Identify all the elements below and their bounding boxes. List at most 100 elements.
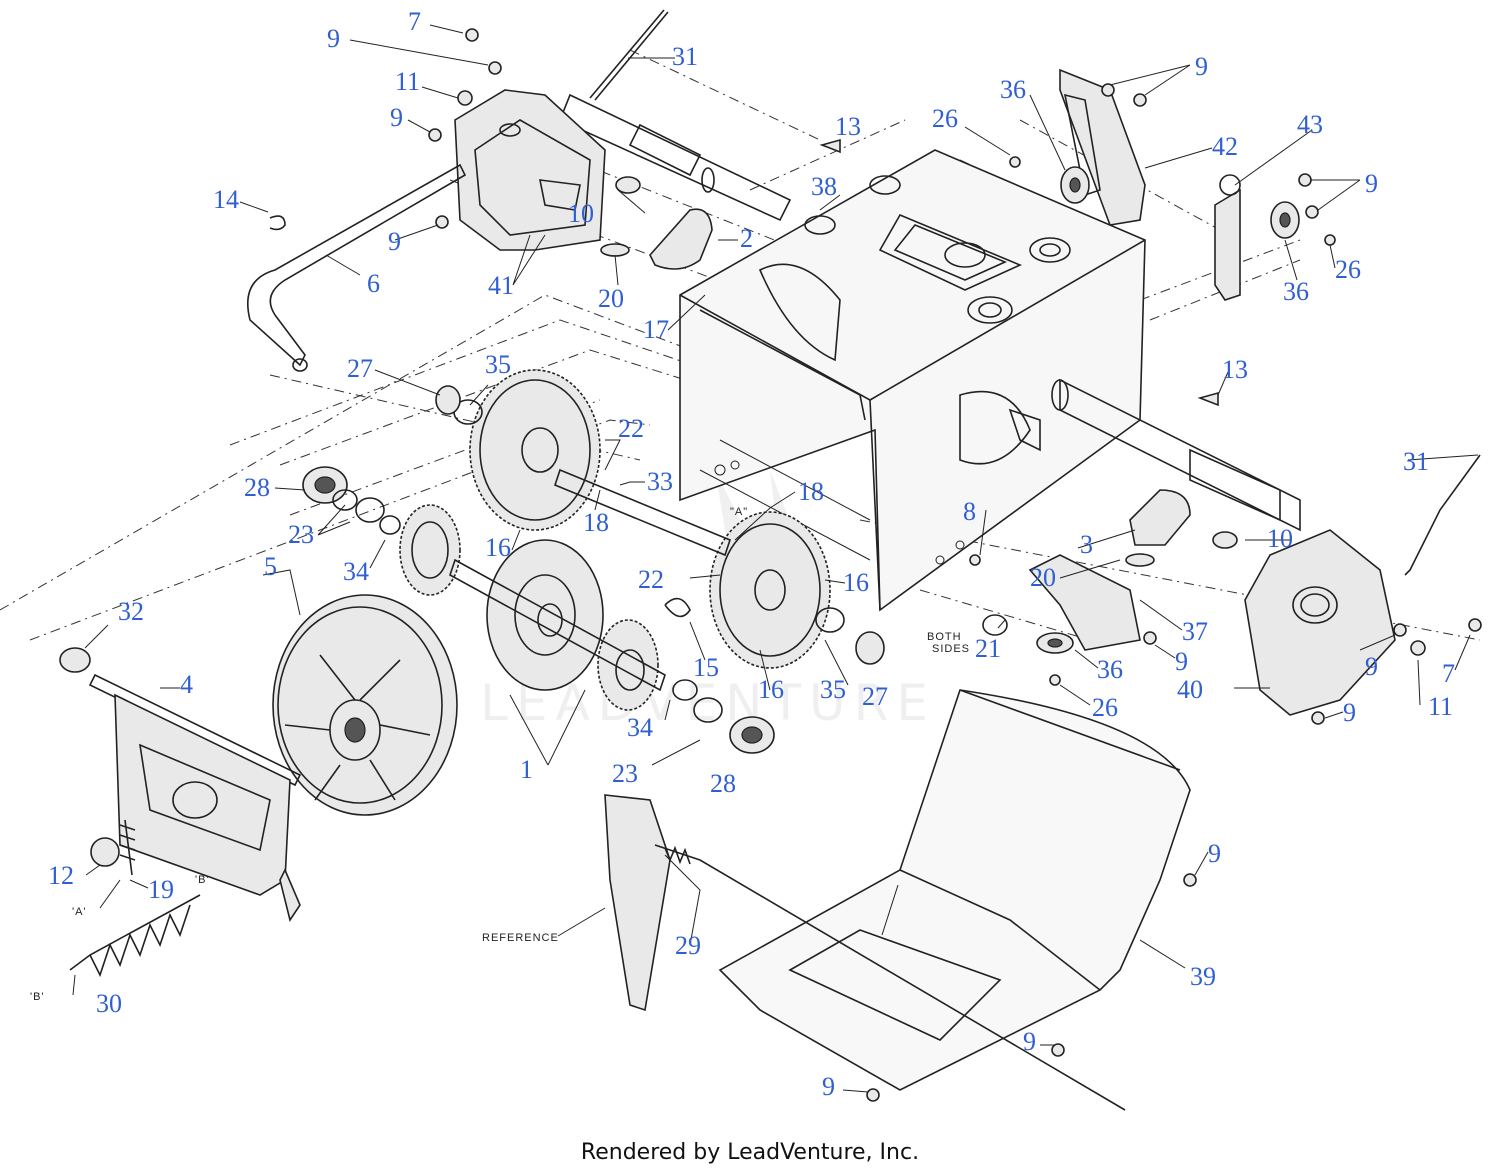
callout-9: 9 — [1365, 169, 1378, 198]
callout-23: 23 — [612, 759, 638, 788]
callout-9: 9 — [1023, 1027, 1036, 1056]
reference-plate — [604, 794, 671, 1012]
callout-15: 15 — [693, 653, 719, 682]
callout-22: 22 — [638, 565, 664, 594]
pinion-right — [597, 619, 659, 711]
shaft-33 — [554, 468, 731, 557]
note-reference: REFERENCE — [482, 932, 559, 944]
callout-33: 33 — [647, 467, 673, 496]
callout-16: 16 — [758, 675, 784, 704]
callout-35: 35 — [820, 675, 846, 704]
callout-4: 5 — [264, 552, 277, 581]
note-a-left: 'A' — [72, 906, 87, 918]
bearing-28-left — [302, 466, 348, 504]
bracket-37 — [1028, 554, 1141, 651]
callout-17: 17 — [643, 315, 669, 344]
callout-32: 32 — [118, 597, 144, 626]
callout-10: 10 — [1267, 524, 1293, 553]
callout-34: 34 — [343, 557, 369, 586]
bolts — [269, 28, 1482, 1102]
control-rod-top — [589, 9, 669, 101]
callout-30: 30 — [96, 989, 122, 1018]
callout-34: 34 — [627, 713, 653, 742]
callout-39: 39 — [1190, 962, 1216, 991]
drive-shaft — [449, 558, 666, 692]
callout-11: 11 — [1428, 692, 1453, 721]
callout-10: 10 — [568, 199, 594, 228]
callout-7: 7 — [408, 7, 421, 36]
callout-8: 8 — [963, 497, 976, 526]
callout-27: 27 — [862, 682, 888, 711]
gear-lower — [709, 511, 831, 669]
cam-bracket-2 — [649, 208, 713, 270]
callout-1: 1 — [520, 755, 533, 784]
footer-credit: Rendered by LeadVenture, Inc. — [580, 1140, 920, 1165]
callout-14: 14 — [213, 185, 239, 214]
note-both-sides-1: BOTH — [927, 631, 962, 643]
note-ref-a: "A" — [730, 506, 748, 518]
spring-30 — [69, 894, 201, 978]
bushing-27-left — [435, 385, 461, 415]
left-side-plate — [454, 89, 606, 251]
callout-41: 41 — [488, 271, 514, 300]
callout-12: 12 — [48, 861, 74, 890]
callout-31: 31 — [1403, 447, 1429, 476]
shift-lever — [246, 163, 467, 372]
callout-26: 26 — [1335, 255, 1361, 284]
callout-42: 42 — [1212, 132, 1238, 161]
callout-20: 20 — [598, 284, 624, 313]
callout-38: 38 — [811, 172, 837, 201]
callout-9: 9 — [1343, 698, 1356, 727]
pulley-36-top — [1060, 166, 1090, 204]
callout-26: 26 — [1092, 693, 1118, 722]
leader-lines — [72, 24, 1479, 1093]
callout-29: 29 — [675, 931, 701, 960]
callout-36: 36 — [1283, 277, 1309, 306]
lift-bracket — [114, 693, 301, 922]
callout-16: 16 — [843, 568, 869, 597]
note-both-sides-2: SIDES — [932, 643, 970, 655]
control-cable-right — [1404, 454, 1481, 576]
spacer-32 — [59, 647, 91, 673]
callout-22: 22 — [618, 414, 644, 443]
friction-wheel — [272, 594, 458, 816]
callout-5: 4 — [180, 670, 193, 699]
callout-43: 43 — [1297, 110, 1323, 139]
callout-18: 18 — [583, 508, 609, 537]
callout-37: 37 — [1182, 617, 1208, 646]
callout-2: 2 — [740, 224, 753, 253]
callout-35: 35 — [485, 350, 511, 379]
callout-13: 13 — [1222, 355, 1248, 384]
callout-labels: 7 9 31 11 9 14 9 6 41 20 10 2 17 13 38 2… — [48, 7, 1455, 1101]
callout-36: 36 — [1000, 75, 1026, 104]
callout-21: 21 — [975, 634, 1001, 663]
callout-36: 36 — [1097, 655, 1123, 684]
spring-29 — [654, 844, 1126, 1111]
spring-19 — [119, 819, 136, 876]
callout-11: 11 — [395, 67, 420, 96]
annotation-notes: "A" 'A' 'B' 'B' BOTH SIDES REFERENCE — [30, 506, 970, 1003]
callout-28: 28 — [244, 473, 270, 502]
pinion-left — [399, 504, 461, 596]
callout-16: 16 — [485, 533, 511, 562]
callout-13: 13 — [835, 112, 861, 141]
callout-19: 19 — [148, 875, 174, 904]
belt-cover — [718, 689, 1191, 1091]
callout-9: 9 — [1208, 839, 1221, 868]
cross-shaft-right — [1051, 378, 1301, 532]
callout-40: 40 — [1177, 675, 1203, 704]
shaft-5 — [88, 673, 302, 787]
nut-12 — [90, 837, 120, 867]
callout-26: 26 — [932, 104, 958, 133]
callout-3: 3 — [1080, 530, 1093, 559]
callout-7: 7 — [1442, 659, 1455, 688]
callout-18: 18 — [798, 477, 824, 506]
callout-6: 6 — [367, 269, 380, 298]
pulley-36-right — [1270, 201, 1300, 239]
gear-upper — [469, 369, 601, 531]
callout-9: 9 — [822, 1072, 835, 1101]
callout-31: 31 — [672, 42, 698, 71]
callout-9: 9 — [1195, 52, 1208, 81]
right-side-plate — [1244, 529, 1396, 716]
